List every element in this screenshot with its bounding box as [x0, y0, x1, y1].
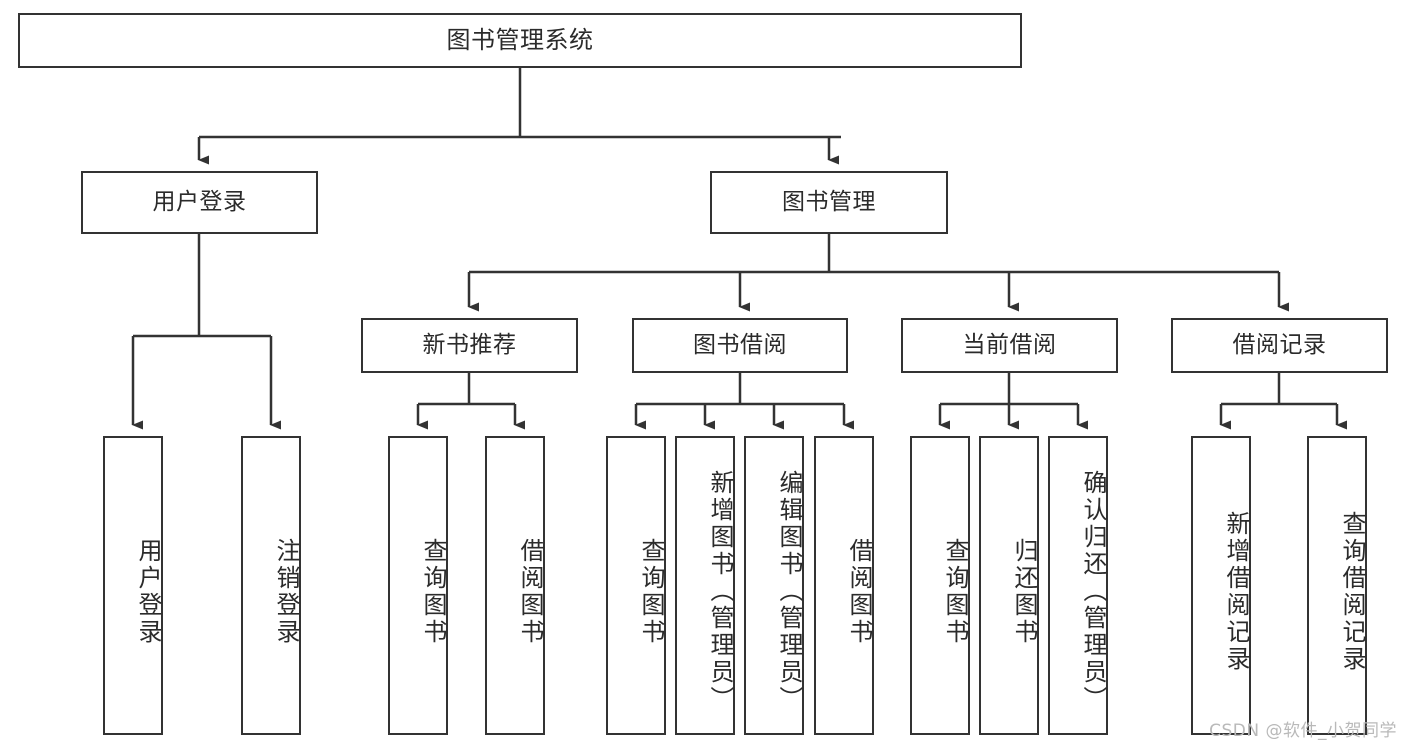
node-root-book-management-system[interactable]: 图书管理系统 [18, 13, 1022, 68]
node-label: 新增图书（管理员） [706, 470, 734, 713]
leaf-borrow-records-query-record[interactable]: 查询借阅记录 [1307, 436, 1367, 735]
node-label: 借阅图书 [516, 537, 544, 646]
node-new-book-recommend[interactable]: 新书推荐 [361, 318, 578, 373]
node-user-login[interactable]: 用户登录 [81, 171, 318, 234]
leaf-book-borrow-query-book[interactable]: 查询图书 [606, 436, 666, 735]
node-label: 新书推荐 [422, 331, 517, 358]
leaf-new-book-query-book[interactable]: 查询图书 [388, 436, 448, 735]
node-label: 用户登录 [152, 188, 247, 215]
node-book-management[interactable]: 图书管理 [710, 171, 948, 234]
leaf-current-borrow-return-book[interactable]: 归还图书 [979, 436, 1039, 735]
leaf-book-borrow-edit-book-admin[interactable]: 编辑图书（管理员） [744, 436, 804, 735]
leaf-current-borrow-confirm-return-admin[interactable]: 确认归还（管理员） [1048, 436, 1108, 735]
node-label: 借阅记录 [1232, 331, 1327, 358]
node-label: 查询图书 [941, 537, 969, 646]
leaf-borrow-records-add-record[interactable]: 新增借阅记录 [1191, 436, 1251, 735]
leaf-book-borrow-add-book-admin[interactable]: 新增图书（管理员） [675, 436, 735, 735]
node-label: 注销登录 [272, 537, 300, 646]
node-label: 编辑图书（管理员） [775, 470, 803, 713]
node-label: 图书借阅 [693, 331, 787, 358]
node-label: 查询图书 [637, 537, 665, 646]
node-label: 查询借阅记录 [1338, 510, 1366, 673]
node-label: 新增借阅记录 [1222, 510, 1250, 673]
leaf-user-login-login[interactable]: 用户登录 [103, 436, 163, 735]
node-label: 图书管理系统 [446, 26, 594, 55]
node-book-borrow[interactable]: 图书借阅 [632, 318, 848, 373]
node-label: 用户登录 [134, 537, 162, 646]
node-label: 归还图书 [1010, 537, 1038, 646]
leaf-user-login-logout[interactable]: 注销登录 [241, 436, 301, 735]
csdn-watermark: CSDN @软件_小贺同学 [1209, 721, 1397, 741]
node-label: 确认归还（管理员） [1079, 470, 1107, 713]
node-label: 当前借阅 [962, 331, 1057, 358]
node-label: 查询图书 [419, 537, 447, 646]
node-label: 借阅图书 [845, 537, 873, 646]
leaf-current-borrow-query-book[interactable]: 查询图书 [910, 436, 970, 735]
node-current-borrow[interactable]: 当前借阅 [901, 318, 1118, 373]
node-borrow-records[interactable]: 借阅记录 [1171, 318, 1388, 373]
leaf-new-book-borrow-book[interactable]: 借阅图书 [485, 436, 545, 735]
node-label: 图书管理 [782, 188, 876, 215]
leaf-book-borrow-borrow-book[interactable]: 借阅图书 [814, 436, 874, 735]
